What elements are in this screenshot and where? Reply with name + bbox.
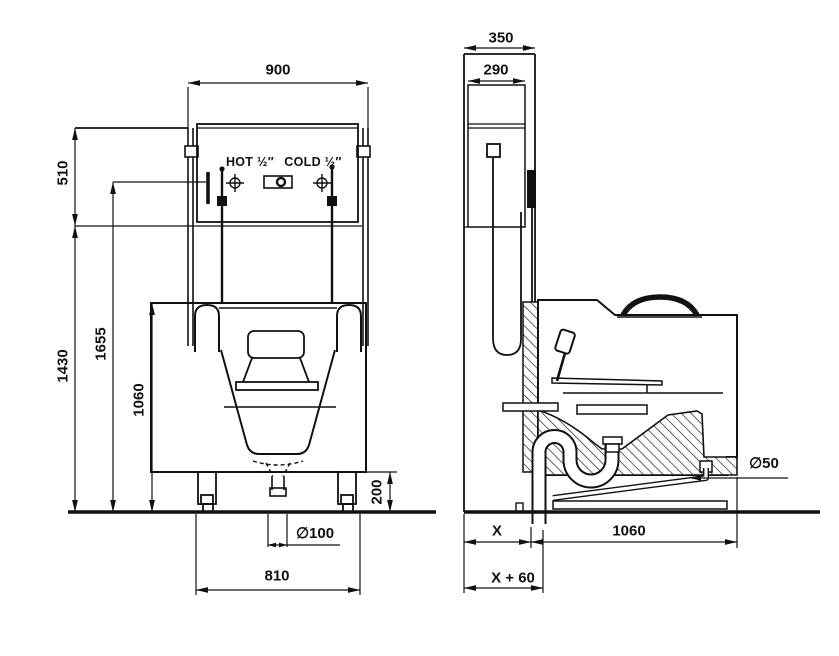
cable-grommet [486,143,501,158]
hot-connection-symbol [226,174,244,192]
dim-panel-height-label: 510 [54,160,72,186]
guide-sleeve-left [194,303,220,352]
tub-front [150,302,367,497]
hot-connection-label: HOT ½″ [225,155,275,169]
floor-plinth [552,500,728,510]
rail-clamp-left [184,145,199,158]
drain-flange [602,436,623,445]
hot-water-pipe [217,166,227,303]
front-dimension-lines [72,80,397,595]
dim-waste-pipe-diameter-label: ∅50 [749,455,779,472]
control-pendant [554,328,576,355]
cold-valve [327,196,337,206]
seat-side [502,328,723,415]
dim-leg-height-label: 200 [368,479,386,505]
hose-bracket [527,170,536,208]
dim-overall-width-top-label: 900 [265,61,291,79]
cold-water-pipe [327,164,337,303]
guide-sleeve-right [336,303,362,352]
front-view [68,80,436,595]
dim-cistern-depth-label: 290 [483,61,509,79]
dim-height-connections-label: 1655 [92,327,110,361]
dim-height-panel-bottom-label: 1430 [54,349,72,383]
cistern-box [467,84,526,228]
side-dimension-lines [463,45,788,593]
supply-panel [75,123,362,303]
dim-wall-to-drain-far-label: X + 60 [491,569,535,587]
cold-connection-symbol [313,174,331,192]
legs [197,471,357,513]
drain-front [269,476,287,497]
seat-front [224,330,336,408]
cold-connection-label: COLD ½″ [284,155,342,169]
hot-valve [217,196,227,206]
basin-outline [220,349,336,455]
lift-rails [184,128,371,346]
dim-height-tub-rim-label: 1060 [130,383,148,417]
side-view [463,45,820,593]
carry-handle [617,294,702,318]
dim-floor-drain-diameter-label: ∅100 [295,525,335,542]
dim-base-length-label: 1060 [612,522,646,540]
base-section-hatch [537,408,738,476]
seat-pedestal [576,404,648,415]
dim-base-width-label: 810 [264,567,290,585]
seat-board [551,377,663,386]
rail-clamp-right [356,145,371,158]
drain-trap [531,429,623,524]
dim-overall-depth-label: 350 [488,29,514,47]
spout [263,175,293,189]
dim-wall-to-drain-label: X [491,522,503,540]
seat-rail-bar [502,402,559,412]
